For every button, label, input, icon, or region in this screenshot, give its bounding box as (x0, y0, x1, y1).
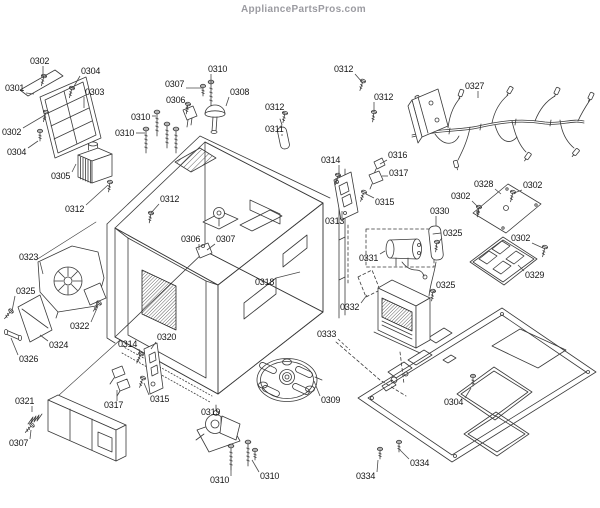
cover-plate (472, 183, 542, 234)
control-panel-assembly (19, 69, 102, 159)
wire-harness (411, 85, 595, 171)
turntable-support (256, 358, 323, 402)
fuse (277, 118, 290, 150)
base-plate (357, 307, 597, 463)
latch-assembly-right (333, 157, 386, 221)
blower-fan (37, 245, 107, 319)
grille-plate (469, 236, 538, 286)
thermostat-top (182, 105, 198, 128)
fuse-holder (428, 225, 444, 297)
turntable-motor (195, 404, 241, 453)
hv-capacitor (365, 228, 435, 280)
assembly-dash-line (335, 341, 407, 397)
transformer (357, 269, 431, 385)
antenna-dome (204, 104, 226, 134)
thermostat (195, 242, 213, 259)
door-latch-bottom (109, 342, 164, 397)
magnetron (77, 138, 113, 184)
spring (27, 413, 43, 425)
heater-duct (27, 394, 127, 462)
mounting-bracket (407, 88, 449, 144)
mounting-plate (4, 294, 53, 343)
watermark-text: AppliancePartsPros.com (241, 4, 366, 15)
stirrer-motor (202, 207, 239, 230)
